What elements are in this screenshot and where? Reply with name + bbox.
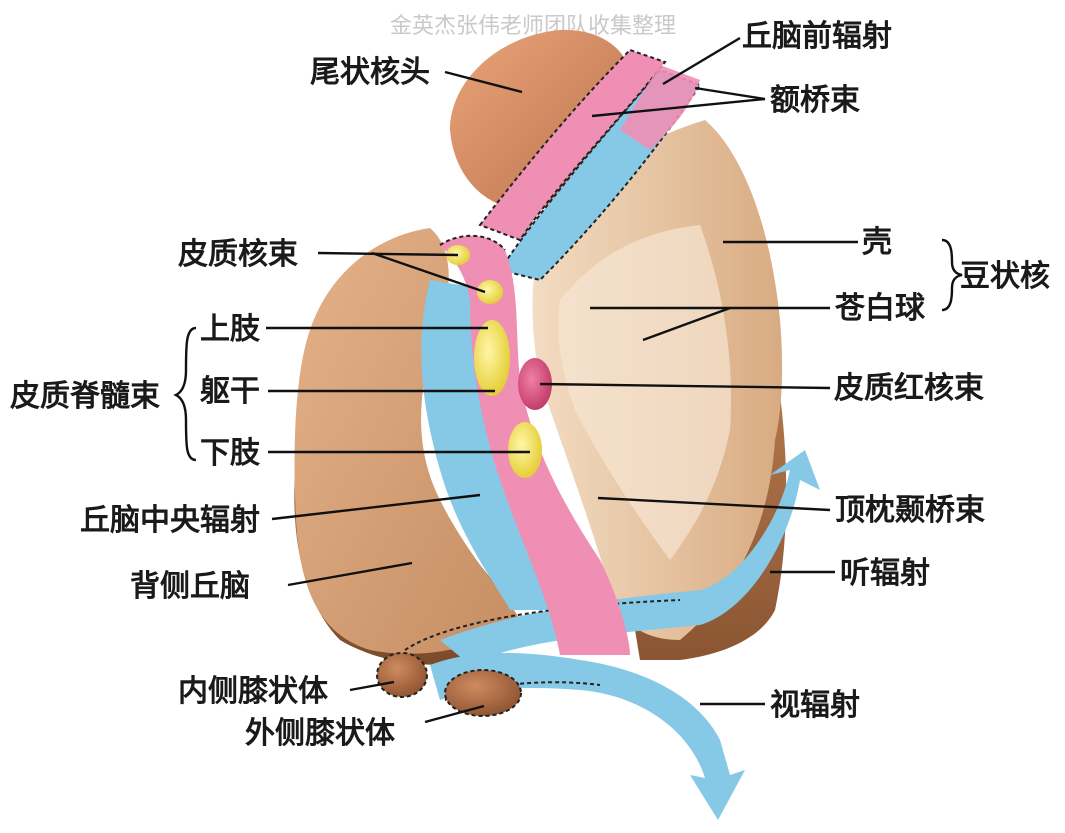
label-optic-radiation: 视辐射 [770,688,860,723]
lateral-geniculate-shape [445,670,521,716]
corticonuclear-oval-2 [477,280,503,304]
corticospinal-brace [176,328,196,460]
lentiform-brace [942,240,962,310]
label-corticonuclear-tract: 皮质核束 [178,237,298,272]
label-lentiform-nucleus: 豆状核 [960,259,1050,294]
label-corticorubral-tract: 皮质红核束 [834,371,984,406]
label-lower-limb: 下肢 [200,436,261,471]
label-parieto-occipito-temporopontine: 顶枕颞桥束 [835,493,985,528]
label-frontopontine-tract: 额桥束 [770,83,860,118]
label-medial-geniculate-body: 内侧膝状体 [178,674,329,709]
label-auditory-radiation: 听辐射 [840,556,930,591]
corticospinal-lower-limb [508,422,542,478]
label-anterior-thalamic-radiation: 丘脑前辐射 [742,19,892,54]
label-trunk: 躯干 [200,374,260,409]
label-corticospinal-tract: 皮质脊髓束 [10,379,160,414]
label-dorsal-thalamus: 背侧丘脑 [130,569,250,604]
label-putamen: 壳 [862,225,892,260]
label-caudate-head: 尾状核头 [310,55,430,90]
medial-geniculate-shape [377,653,427,697]
label-globus-pallidus: 苍白球 [835,291,926,326]
label-lateral-geniculate-body: 外侧膝状体 [245,716,396,751]
label-upper-limb: 上肢 [200,312,261,347]
corticospinal-upper-limb [474,320,510,396]
label-central-thalamic-radiation: 丘脑中央辐射 [80,503,260,538]
